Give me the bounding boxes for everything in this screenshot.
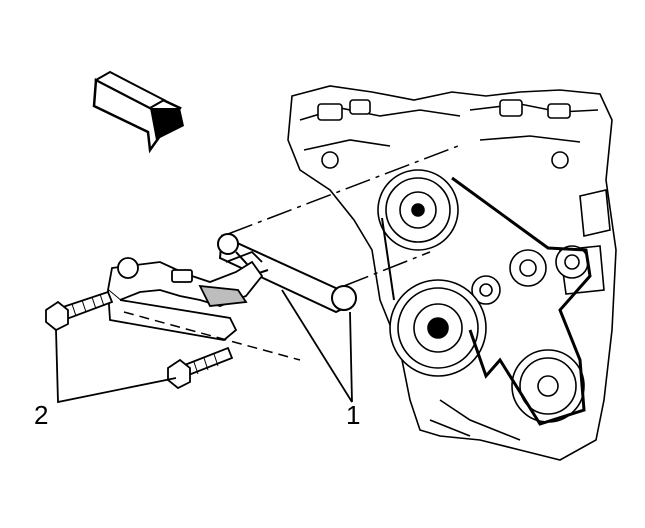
callout-1-label: 1 [346,400,360,430]
bracket-assembly [217,233,357,314]
bolt-lower [167,346,234,390]
leader-lines [55,289,353,404]
engine-assembly [287,85,617,461]
view-direction-arrow-icon [92,70,184,154]
callout-2-label: 2 [34,400,48,430]
sensor-bracket [107,250,264,341]
alignment-lines [123,145,459,361]
bolt-upper [45,290,114,332]
